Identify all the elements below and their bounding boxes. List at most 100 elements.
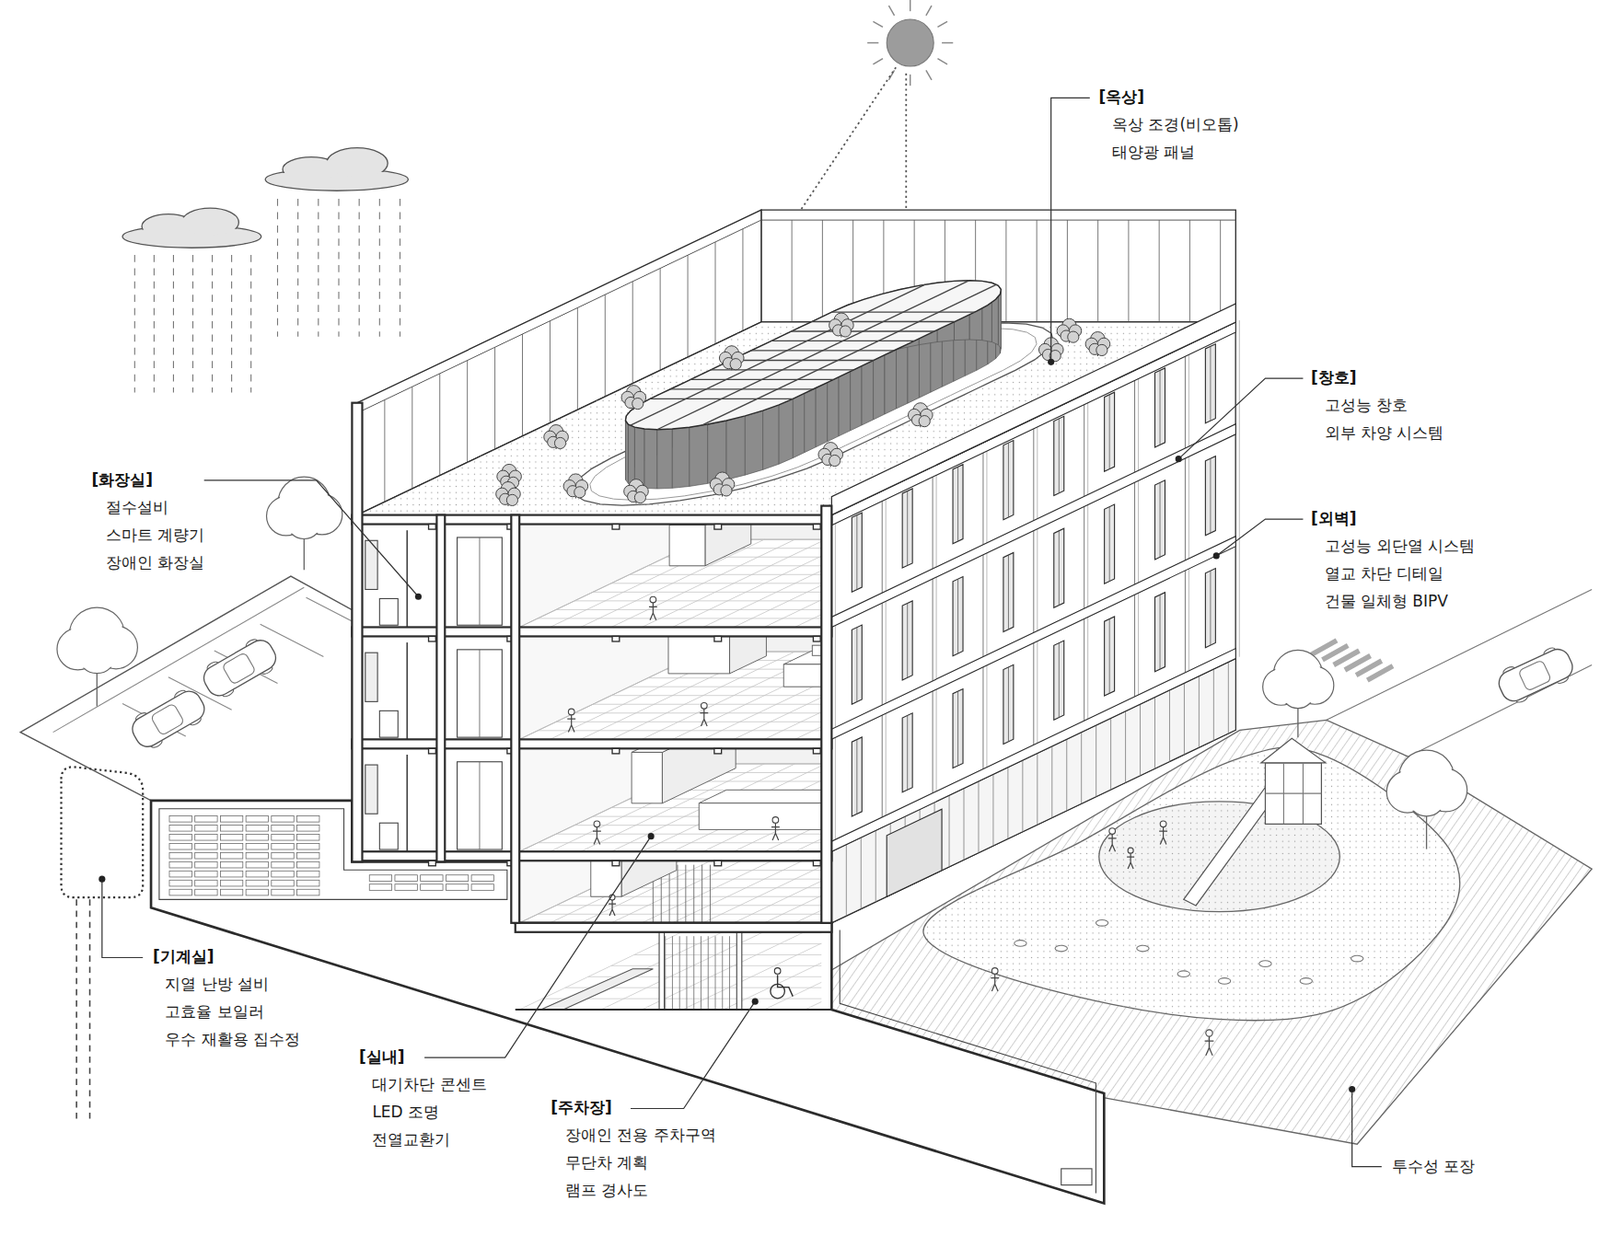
callout-item: 고성능 외단열 시스템 [1322,536,1478,556]
equipment [220,880,243,887]
callout-item: LED 조명 [370,1102,441,1122]
floor-tile-line [556,609,822,611]
slab [351,626,832,637]
window-frame [1008,667,1009,743]
skylight-wall [627,424,635,487]
screen-slat [604,294,606,397]
rain [379,198,381,337]
equipment [245,870,268,878]
leader-line [1051,97,1090,362]
skylight-wall [672,427,690,488]
entrance-glazing [684,865,686,924]
window-frame [906,491,908,567]
geothermal-pipe [89,899,92,1123]
roof-tree-crown [634,491,646,503]
parking-floor-line [601,932,767,1010]
screen-slat [742,229,743,332]
equipment [445,875,468,882]
window-frame [1209,346,1211,421]
column [659,932,665,1010]
rain [317,198,319,337]
facade-fin [936,464,938,802]
mullion [1198,676,1200,749]
facade-fin [1188,344,1190,682]
skylight-wall [744,410,763,476]
entrance-glazing [709,865,711,924]
leader-dot [1175,455,1183,463]
parking-gate [707,936,709,1010]
leader-dot [1047,359,1055,366]
parking-gate [693,936,695,1010]
slab [351,851,832,861]
equipment [220,861,243,869]
screen-slat [632,281,634,384]
wall [436,515,445,863]
equipment [271,843,294,850]
floor-tile-line [537,730,822,731]
window [1104,392,1115,472]
toilet-fixture [379,823,398,850]
callout-heading: [기계실] [150,947,217,966]
skylight-wall [763,405,780,470]
mullion [846,845,847,917]
skylight-wall [827,377,839,442]
sun-ray [937,58,948,65]
screen-slat [687,255,689,358]
cloud-fill [327,149,387,177]
skylight-wall [689,424,708,487]
person-body [699,708,708,727]
equipment [195,880,218,887]
window [1003,440,1014,521]
mullion [1183,683,1185,755]
equipment [297,824,320,832]
facade-fin [1239,320,1241,658]
equipment [271,834,294,841]
callout-item: 램프 경사도 [563,1181,650,1200]
callout-item: 우수 재활용 집수정 [162,1030,302,1049]
screen-slat [822,220,824,323]
mullion [1124,711,1126,784]
equipment [420,884,443,892]
mullion [1080,732,1082,805]
window-frame [1159,482,1161,557]
mullion [1007,767,1009,840]
person-head [1159,821,1167,828]
skylight-frame [657,280,970,430]
window [1205,568,1216,649]
leader-line [1178,378,1303,460]
leader-dot [98,876,105,883]
slab [515,923,833,933]
roof-deck [357,322,1236,516]
wheelchair-body [777,974,794,997]
equipment [245,889,268,896]
mullion [977,781,979,854]
mullion [1021,760,1023,833]
skylight-frame [701,284,998,426]
callout-heading: [실내] [357,1047,407,1067]
geothermal-pipe [75,899,78,1123]
floor-tile-line [794,539,822,627]
window [1003,664,1014,744]
equipment [271,870,294,878]
parking-gate [715,936,717,1010]
leader-dot [648,833,655,840]
window [1205,456,1216,536]
callout-item: 장애인 전용 주차구역 [563,1125,719,1145]
mullion [1051,746,1053,819]
parking-gate [672,936,673,1010]
basement-notch [1061,1169,1092,1186]
window-frame [1109,618,1111,694]
callout-item: 투수성 포장 [1390,1157,1477,1176]
mullion [1213,669,1215,742]
rain [250,255,252,394]
furniture-side [705,524,752,567]
person-body [990,973,999,992]
window-frame [1058,531,1060,606]
person-body [1108,834,1117,852]
equipment [297,861,320,869]
column [736,932,743,1010]
equipment [297,834,320,841]
screen-slat [1159,220,1160,323]
